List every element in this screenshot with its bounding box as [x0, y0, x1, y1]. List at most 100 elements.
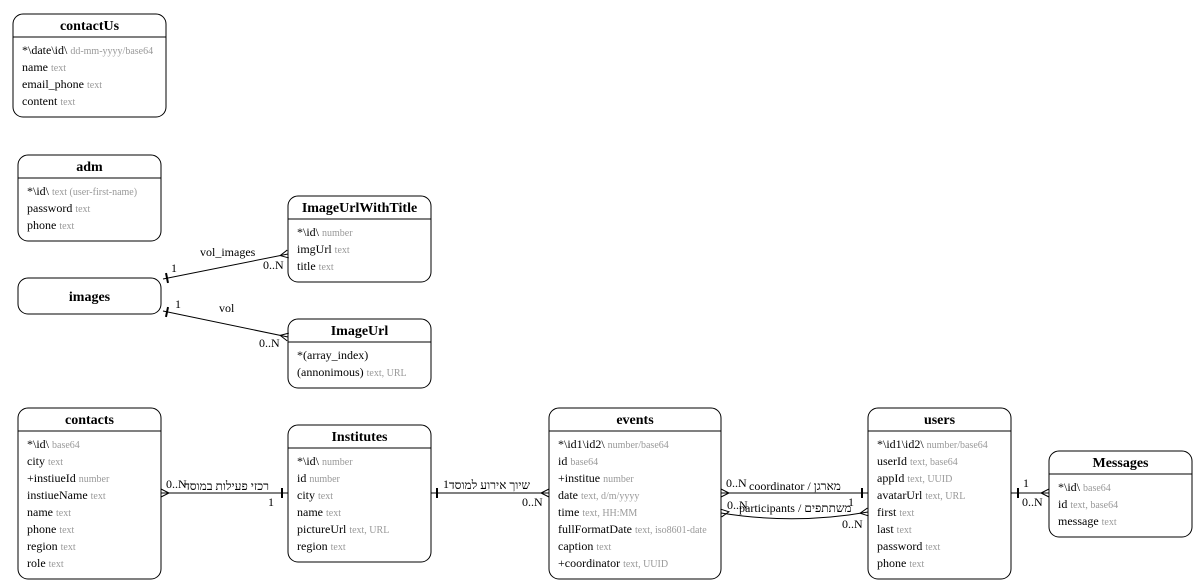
attribute-name: instiueName: [27, 488, 88, 502]
attribute-name: name: [22, 60, 48, 74]
attribute-row: *\date\id\dd-mm-yyyy/base64: [22, 43, 153, 57]
entity-imageurl[interactable]: ImageUrl*(array_index)(annonimous)text, …: [287, 318, 432, 389]
attribute-name: city: [297, 488, 315, 502]
one-marker: [165, 306, 169, 318]
attribute-type: text: [899, 508, 914, 519]
attribute-name: title: [297, 259, 316, 273]
many-marker: [1039, 488, 1050, 498]
attribute-type: text: [56, 508, 71, 519]
entity-title: contactUs: [60, 19, 120, 34]
many-marker: [858, 507, 869, 517]
attribute-row: *\id1\id2\number/base64: [877, 437, 988, 451]
attribute-type: text: [49, 559, 64, 570]
attribute-type: base64: [1083, 483, 1111, 494]
attribute-type: text: [897, 525, 912, 536]
multiplicity-to: 0..N: [522, 495, 543, 509]
entity-box: [1048, 450, 1193, 538]
relation-line: [162, 253, 289, 280]
multiplicity-to: 1: [268, 495, 274, 509]
attribute-type: text: [331, 542, 346, 553]
multiplicity-from: 1: [1023, 476, 1029, 490]
attribute-name: name: [297, 505, 323, 519]
attribute-type: text: [87, 80, 102, 91]
attribute-type: text: [318, 491, 333, 502]
attribute-type: text: [48, 457, 63, 468]
entity-box: [17, 154, 162, 242]
entity-contactus[interactable]: contactUs *\date\id\dd-mm-yyyy/base64 name…: [12, 13, 167, 118]
attribute-name: region: [297, 539, 328, 553]
attribute-name: content: [22, 94, 58, 108]
entity-images[interactable]: images: [17, 277, 162, 315]
attribute-name: *\id\: [1058, 480, 1081, 494]
attribute-name: *\id\: [297, 454, 320, 468]
attribute-name: *\id\: [27, 184, 50, 198]
attribute-name: region: [27, 539, 58, 553]
multiplicity-to: 0..N: [263, 258, 284, 272]
attribute-row: *(array_index): [297, 348, 368, 362]
many-marker: [539, 488, 550, 498]
attribute-row: *\id\base64: [1058, 480, 1111, 494]
attribute-type: number/base64: [608, 440, 669, 451]
attribute-type: text: [596, 542, 611, 553]
attribute-name: id: [297, 471, 306, 485]
entity-title: images: [69, 290, 111, 305]
attribute-name: *\id\: [27, 437, 50, 451]
attribute-name: time: [558, 505, 579, 519]
entity-box: [287, 318, 432, 389]
attribute-type: text, URL: [925, 491, 965, 502]
attribute-name: *\date\id\: [22, 43, 68, 57]
entity-title: ImageUrl: [331, 324, 389, 339]
attribute-type: base64: [570, 457, 598, 468]
attribute-type: dd-mm-yyyy/base64: [70, 46, 153, 57]
entity-title: adm: [76, 160, 103, 175]
entity-box: [12, 13, 167, 118]
attribute-row: *\id\number: [297, 454, 353, 468]
attribute-row: *\id\text (user-first-name): [27, 184, 137, 198]
attribute-type: text (user-first-name): [52, 187, 137, 198]
multiplicity-to: 0..N: [1022, 495, 1043, 509]
attribute-type: text: [75, 204, 90, 215]
attribute-name: pictureUrl: [297, 522, 347, 536]
attribute-type: text: [319, 262, 334, 273]
attribute-name: phone: [27, 522, 56, 536]
attribute-type: number: [322, 457, 353, 468]
attribute-type: text: [1102, 517, 1117, 528]
attribute-type: text, base64: [910, 457, 958, 468]
attribute-name: *\id1\id2\: [558, 437, 605, 451]
attribute-type: text, UUID: [907, 474, 952, 485]
one-marker: [165, 272, 169, 284]
